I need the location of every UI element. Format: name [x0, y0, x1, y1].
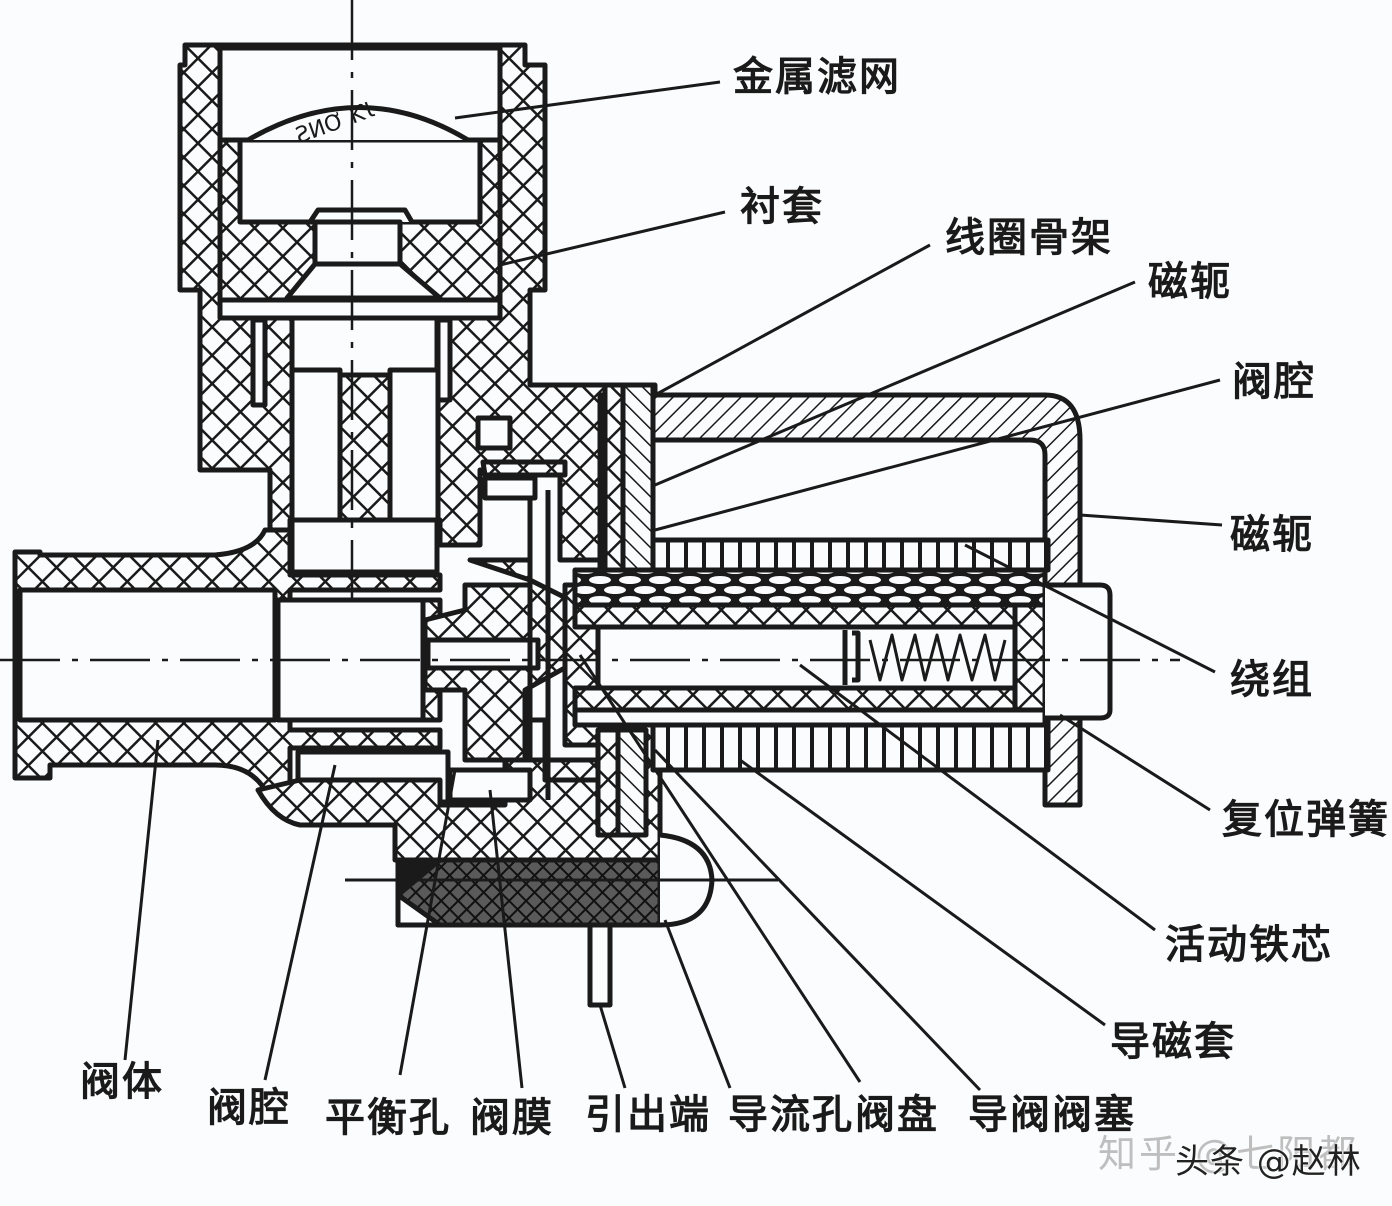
watermark-toutiao: 头条 @赵林	[1175, 1142, 1362, 1182]
label-balance-hole: 平衡孔	[325, 1095, 451, 1141]
return-spring	[852, 630, 1007, 683]
pilot-plug	[345, 832, 778, 1008]
leader-yoke-top	[654, 280, 1136, 487]
coil-assembly	[572, 392, 1113, 808]
leader-moving-core	[799, 663, 1156, 932]
leader-guide-hole	[663, 919, 732, 1089]
leader-valve-cavity-right	[654, 378, 1221, 532]
vertical-passage	[250, 315, 513, 575]
leader-yoke-right	[1079, 513, 1223, 527]
label-valve-disc: 阀盘	[855, 1092, 939, 1138]
leader-pilot-plug	[653, 748, 982, 1092]
leader-diaphragm	[488, 789, 524, 1089]
label-valve-cavity-right: 阀腔	[1232, 359, 1316, 405]
label-pilot-plug: 导阀阀塞	[968, 1092, 1136, 1138]
label-lead-terminal: 引出端	[585, 1092, 711, 1138]
leader-metal-filter	[454, 80, 721, 120]
label-diaphragm: 阀膜	[470, 1095, 554, 1141]
leader-valve-disc	[578, 654, 862, 1083]
moving-core	[595, 624, 1018, 691]
centerlines	[0, 0, 1180, 662]
leader-coil-bobbin	[654, 243, 931, 397]
label-yoke-top: 磁轭	[1148, 259, 1232, 305]
leader-magnetic-sleeve	[739, 758, 1106, 1027]
label-guide-hole: 导流孔	[728, 1092, 854, 1138]
leader-liner	[499, 210, 726, 267]
leader-valve-body	[123, 739, 160, 1061]
label-valve-cavity-bottom: 阀腔	[207, 1085, 291, 1131]
label-moving-core: 活动铁芯	[1165, 922, 1333, 968]
leader-balance-hole	[398, 769, 457, 1076]
leader-winding	[964, 543, 1216, 674]
label-coil-bobbin: 线圈骨架	[945, 215, 1113, 261]
leader-lead-terminal	[598, 1004, 627, 1089]
label-liner: 衬套	[740, 184, 824, 230]
label-metal-filter: 金属滤网	[733, 54, 901, 100]
label-return-spring: 复位弹簧	[1222, 797, 1390, 843]
watermark-zhihu: 知乎 @七阳都	[1098, 1132, 1360, 1176]
leader-lines	[123, 80, 1223, 1092]
label-valve-body: 阀体	[80, 1059, 164, 1105]
leader-valve-cavity-bottom	[263, 764, 337, 1081]
leader-return-spring	[1059, 713, 1211, 812]
label-winding: 绕组	[1230, 657, 1314, 703]
label-yoke-right: 磁轭	[1230, 512, 1314, 558]
label-magnetic-sleeve: 导磁套	[1110, 1019, 1236, 1065]
